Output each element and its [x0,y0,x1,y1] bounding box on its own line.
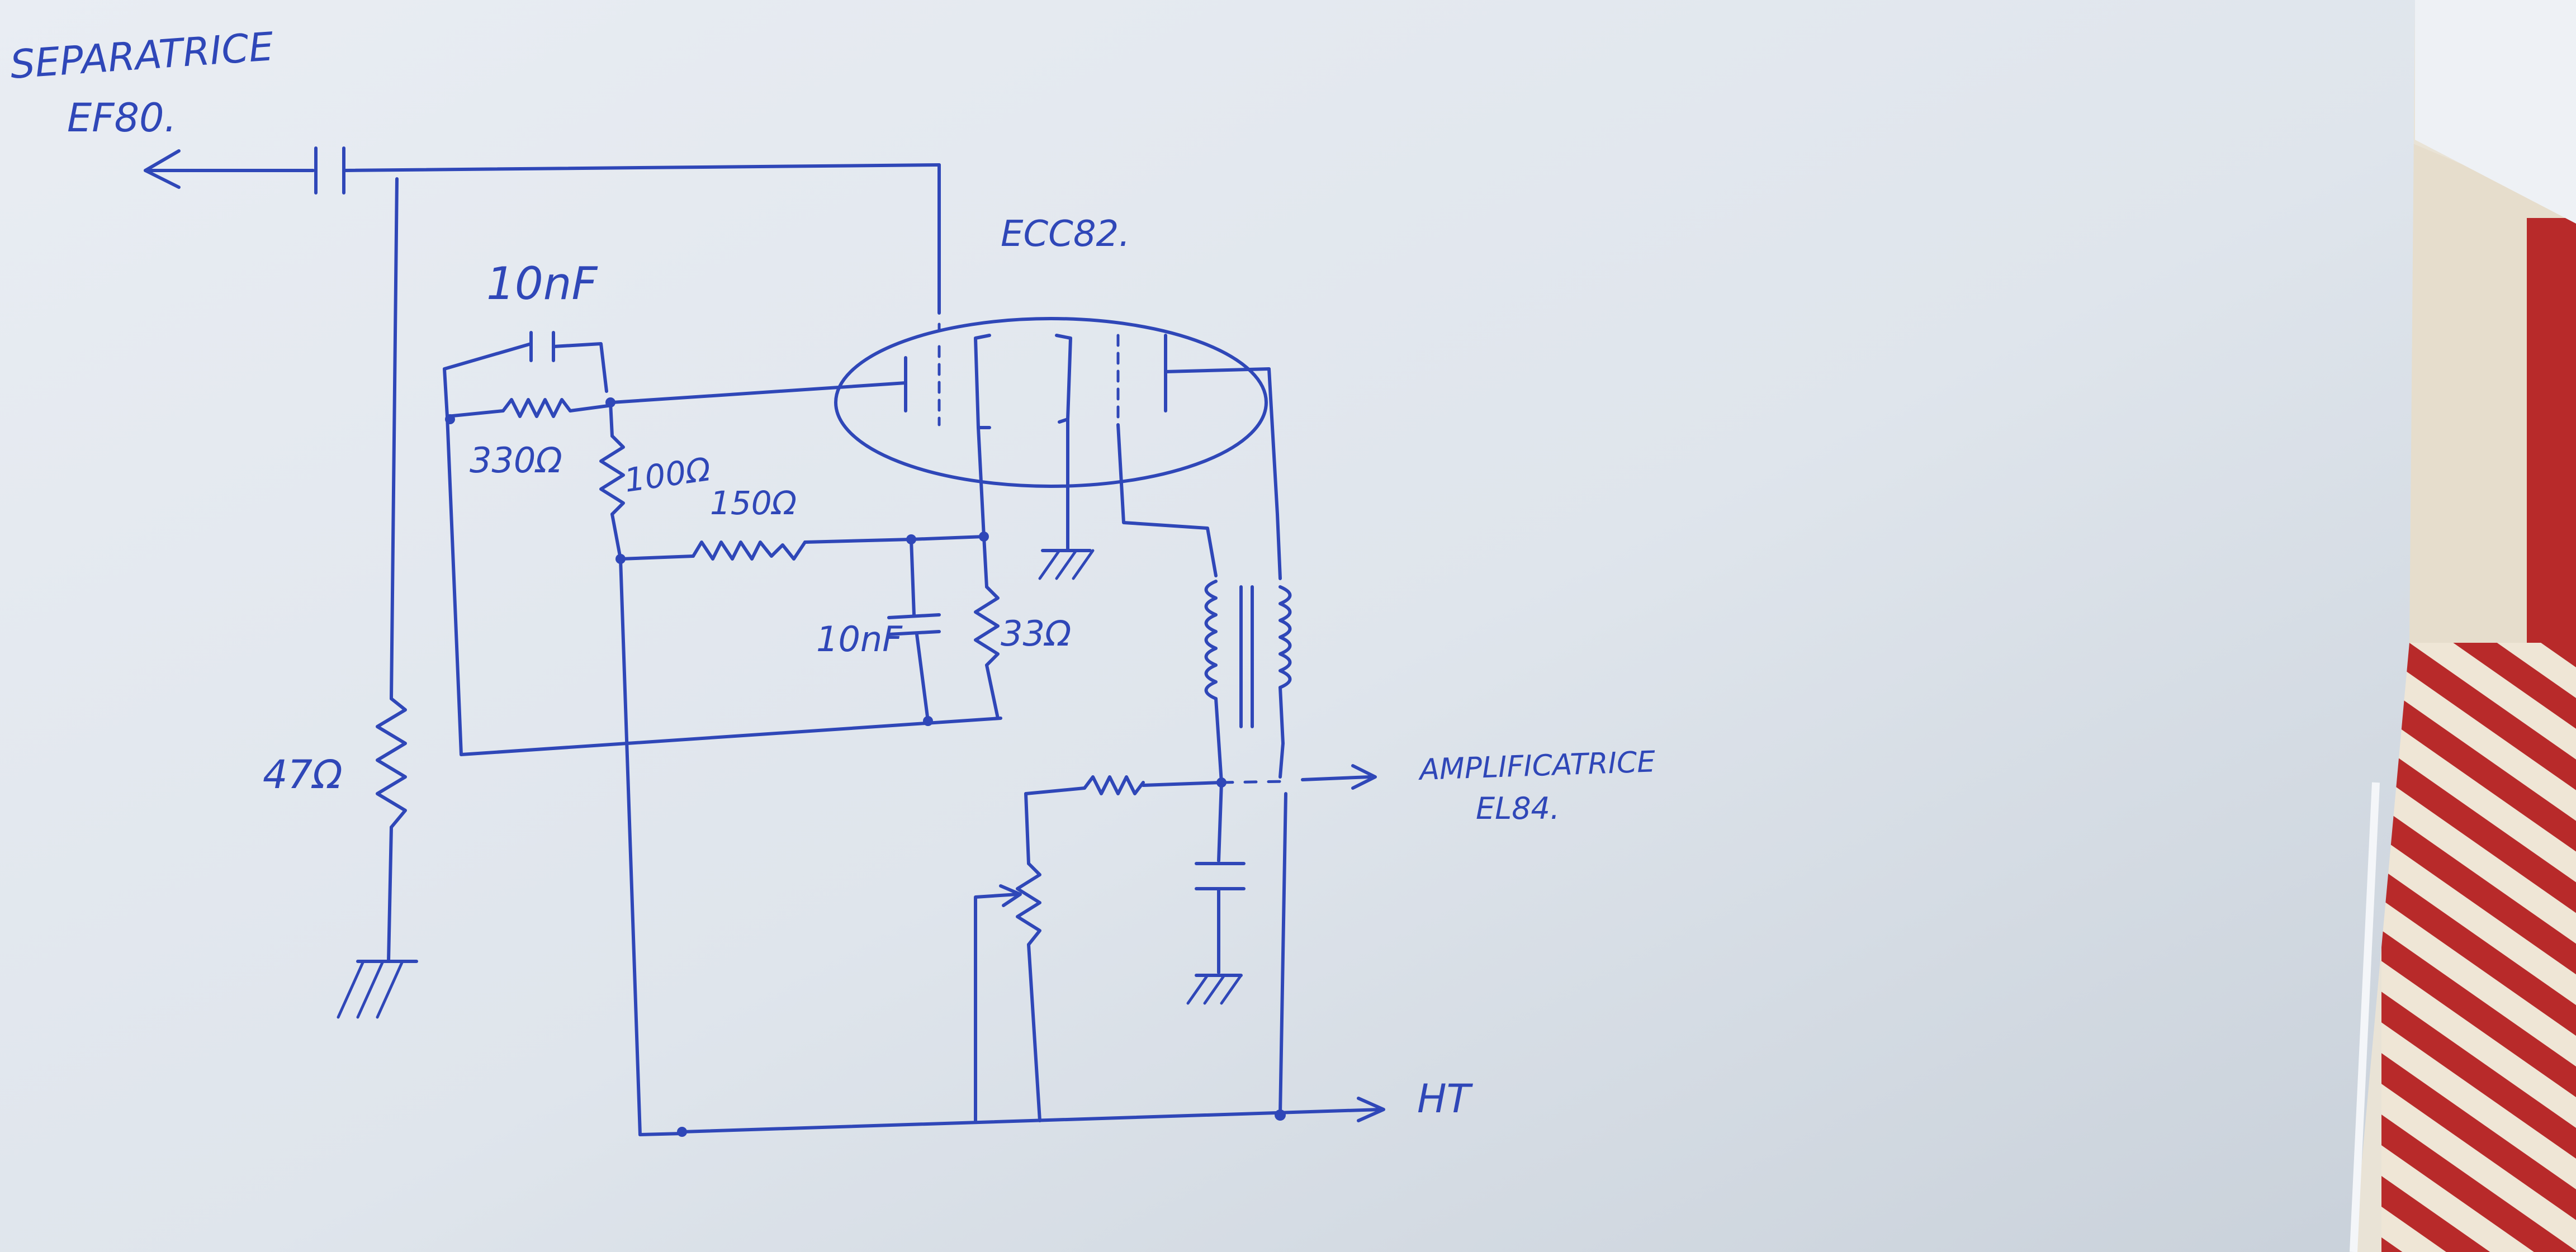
background-cloth [2348,0,2576,1252]
coupling-capacitor-output [144,146,941,315]
resistor-47 [337,177,418,1019]
potentiometer [974,792,1041,1122]
label-47: 47Ω [263,752,343,798]
label-10nf-mid: 10nF [816,619,903,660]
label-33: 33Ω [1001,613,1071,654]
output-node [1024,764,1377,1005]
resistor-33 [974,535,1000,720]
label-ecc82: ECC82. [1001,214,1130,255]
ht-bus [638,1097,1385,1137]
circuit [144,146,1385,1137]
label-amplificatrice: AMPLIFICATRICE [1417,745,1656,787]
tube-ecc82 [834,317,1271,580]
label-330: 330Ω [470,440,562,481]
capacitor-mid [887,538,941,726]
label-150: 150Ω [710,484,797,522]
label-10nf-top: 10nF [486,258,598,310]
output-transformer [1116,367,1292,784]
label-el84: EL84. [1476,791,1560,826]
cathode-loop [446,415,1002,756]
resistor-100 [599,401,642,1136]
resistor-150 [619,532,989,561]
label-ht: HT [1417,1076,1474,1122]
label-ef80: EF80. [67,95,177,141]
